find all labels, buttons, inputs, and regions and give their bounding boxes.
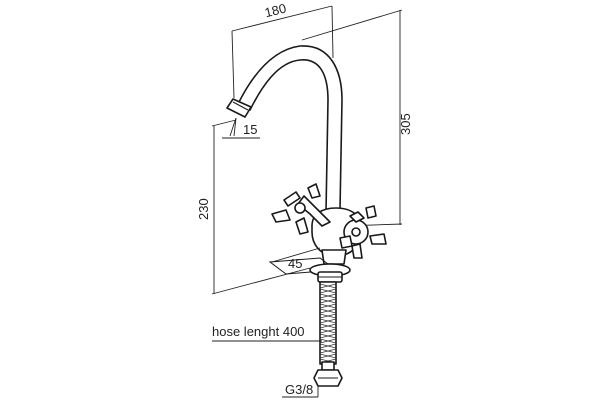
base-angle-label: 45 [288,256,302,271]
braided-hose [319,281,337,365]
handle-arm-up [349,211,365,223]
body-neck [321,249,347,265]
hose-braid-pattern [319,283,337,364]
spout [226,45,343,213]
inlet-height-label: 230 [196,198,211,220]
handle-arm-down [351,243,363,259]
hose-connector [313,361,343,387]
width-label: 180 [263,0,288,20]
aerator-angle-dimension: 15 [222,117,260,139]
handle-arm-left [339,235,353,249]
height-label: 305 [398,113,413,135]
handle-hub [351,227,361,237]
handle-hub [294,202,306,214]
base-nut [309,263,351,283]
width-dimension: 180 [231,0,334,99]
handle-arm-right-top [365,205,377,219]
aerator [226,98,252,118]
hose-length-label: hose lenght 400 [212,324,305,339]
left-cross-handle [271,183,331,235]
handle-arm-right [307,183,321,199]
handle-arm-right [369,233,387,245]
handle-arm-top [283,191,301,207]
aerator-angle-label: 15 [243,122,257,137]
handle-arm-bottom [295,217,309,235]
right-cross-handle [339,205,387,259]
thread-dimension: G3/8 [282,382,319,398]
handle-arm-left [271,209,291,223]
inlet-height-dimension: 230 [196,119,311,295]
hose-length-dimension: hose lenght 400 [212,324,322,342]
thread-label: G3/8 [285,382,313,397]
height-dimension: 305 [301,9,413,227]
